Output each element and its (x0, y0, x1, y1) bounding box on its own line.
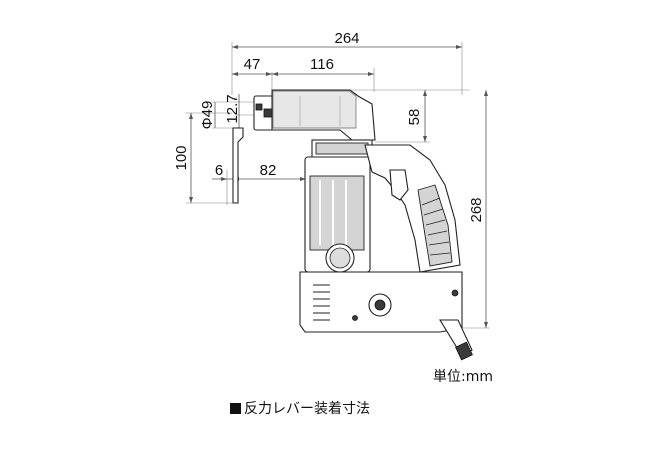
caption-text: 反力レバー装着寸法 (244, 401, 370, 417)
dimension-lines (186, 42, 490, 329)
trigger (389, 169, 409, 201)
reaction-lever (232, 127, 244, 204)
shear-wrench-illustration (232, 89, 473, 361)
dim-overall-height: 268 (468, 197, 485, 222)
dim-lever-offset: 47 (244, 56, 261, 73)
dim-socket-diameter: Φ49 (199, 101, 216, 130)
dim-lever-length: 100 (173, 145, 190, 170)
figure-caption: 反力レバー装着寸法 (230, 398, 370, 418)
dim-lever-width: 6 (215, 162, 223, 179)
unit-label: 単位:mm (433, 369, 493, 385)
dim-lever-to-body: 82 (260, 162, 277, 179)
dim-head-length: 116 (310, 56, 334, 73)
dim-overall-width: 264 (334, 30, 359, 47)
black-square-icon (230, 403, 241, 414)
dim-socket-square: 12.7 (224, 94, 241, 123)
dim-head-height: 58 (406, 109, 423, 126)
